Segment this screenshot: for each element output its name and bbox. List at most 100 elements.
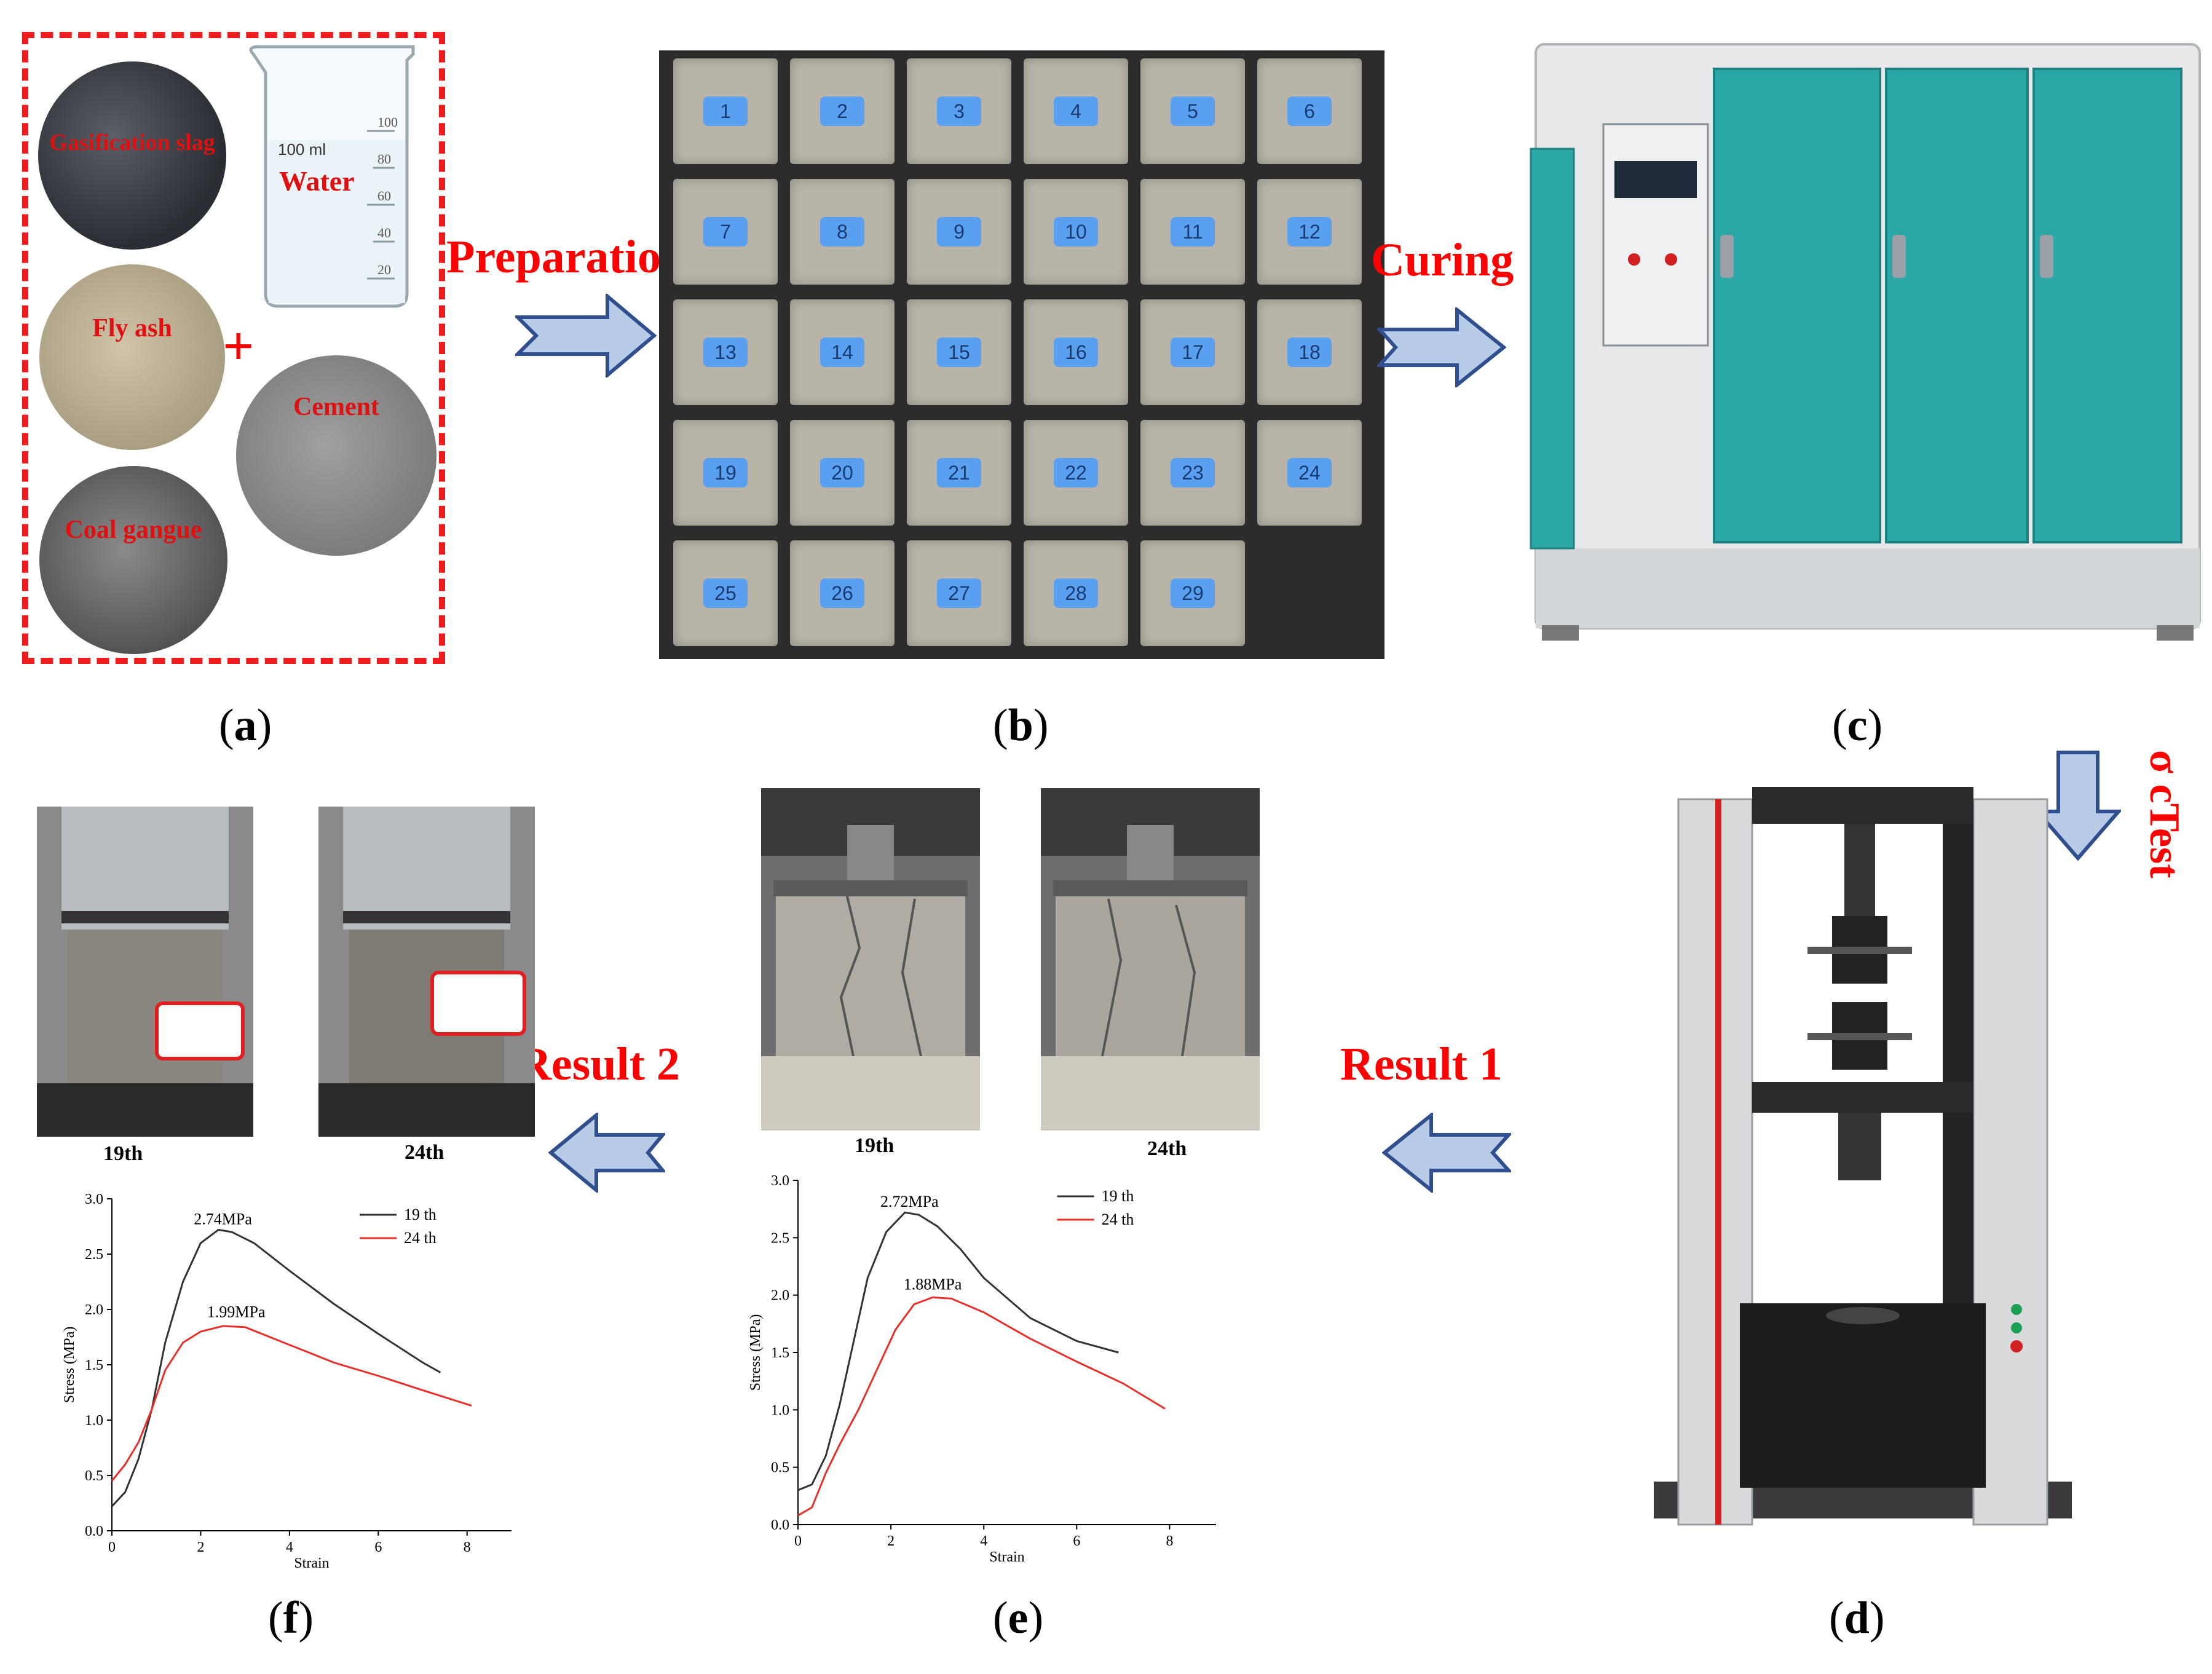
specimen-block-1: 1 [673,58,778,164]
specimen-block-4: 4 [1024,58,1128,164]
specimen-number-tag: 25 [703,578,748,608]
specimen-number-tag: 19 [703,458,748,488]
specimen-block-7: 7 [673,179,778,285]
legend-label-2: 24 th [1102,1210,1134,1228]
beaker-tick-20: 20 [377,262,391,277]
cement-sample: Cement [236,355,436,556]
y-tick-label: 2.5 [85,1247,103,1263]
beaker-tick-80: 80 [377,151,391,167]
specimen-block-27: 27 [907,540,1011,646]
y-tick-label: 3.0 [771,1173,789,1189]
y-tick-label: 1.5 [771,1345,789,1361]
specimen-number-tag: 18 [1287,338,1332,367]
y-axis-label: Stress (MPa) [61,1327,77,1404]
specimen-19-under-load-photo [37,807,253,1137]
preparation-label: Preparation [446,231,687,283]
specimen-number-tag: 24 [1287,458,1332,488]
panel-f-caption-19: 19th [103,1142,143,1165]
y-axis-label: Stress (MPa) [748,1314,764,1391]
specimen-block-23: 23 [1140,420,1245,526]
specimen-24-after-test-photo [1041,788,1260,1131]
test-label: σ cTest [2141,750,2188,878]
y-tick-label: 2.0 [771,1288,789,1304]
x-axis-label: Strain [294,1555,329,1571]
specimen-number-tag: 23 [1171,458,1215,488]
specimen-number-tag: 28 [1054,578,1098,608]
specimen-number-tag: 6 [1287,97,1332,126]
specimen-number-tag: 27 [937,578,981,608]
y-tick-label: 1.0 [771,1402,789,1418]
result1-label: Result 1 [1340,1038,1503,1090]
specimen-number-tag: 9 [937,217,981,247]
panel-b-label: (b) [993,700,1049,751]
y-tick-label: 1.5 [85,1357,103,1373]
y-tick-label: 2.0 [85,1302,103,1318]
panel-f-caption-24: 24th [405,1141,444,1164]
panel-a-label: (a) [219,700,272,751]
legend-label-1: 19 th [404,1206,436,1223]
beaker-volume-label: 100 ml [278,140,326,159]
specimen-number-tag: 10 [1054,217,1098,247]
specimen-number-tag: 7 [703,217,748,247]
panel-a-letter: a [234,700,257,751]
series-line-1 [797,1211,1119,1491]
panel-d-letter: d [1844,1593,1870,1643]
specimen-number-tag: 26 [820,578,864,608]
beaker-tick-40: 40 [377,225,391,240]
specimen-block-29: 29 [1140,540,1245,646]
y-tick-label: 2.5 [771,1230,789,1246]
result2-label: Result 2 [518,1038,680,1090]
panel-f-letter: f [283,1593,299,1643]
series-line-2 [797,1296,1166,1517]
test-arrow-icon [2033,750,2123,864]
testing-machine [1654,775,2072,1555]
panel-d-label: (d) [1829,1593,1885,1643]
specimen-number-tag: 21 [937,458,981,488]
x-tick-label: 8 [1166,1533,1173,1549]
y-tick-label: 3.0 [85,1191,103,1207]
specimen-block-6: 6 [1257,58,1362,164]
peak-annotation: 2.74MPa [194,1210,252,1228]
x-tick-label: 2 [887,1533,895,1549]
x-tick-label: 4 [286,1539,293,1555]
specimen-block-9: 9 [907,179,1011,285]
x-tick-label: 2 [197,1539,204,1555]
specimen-number-tag: 11 [1171,217,1215,247]
coal-gangue-sample: Coal gangue [39,466,227,654]
specimen-number-tag: 5 [1171,97,1215,126]
specimen-block-10: 10 [1024,179,1128,285]
specimen-block-18: 18 [1257,299,1362,405]
specimen-number-tag: 3 [937,97,981,126]
series-line-1 [111,1228,441,1507]
panel-c-letter: c [1847,700,1868,751]
curing-cabinet [1517,32,2206,659]
y-tick-label: 0.5 [771,1460,789,1476]
x-tick-label: 6 [1073,1533,1080,1549]
specimen-block-22: 22 [1024,420,1128,526]
x-tick-label: 6 [374,1539,382,1555]
specimen-number-tag: 13 [703,338,748,367]
water-label: Water [279,165,355,197]
specimen-block-20: 20 [790,420,895,526]
specimen-number-tag: 16 [1054,338,1098,367]
specimen-number-tag: 22 [1054,458,1098,488]
beaker-tick-100: 100 [377,114,398,130]
specimen-block-5: 5 [1140,58,1245,164]
x-tick-label: 4 [980,1533,987,1549]
specimen-block-8: 8 [790,179,895,285]
specimen-number-tag: 29 [1171,578,1215,608]
curing-arrow-icon [1375,306,1507,390]
gasification-slag-sample: Gasification slag [38,61,226,250]
panel-e-letter: e [1008,1593,1029,1643]
specimen-number-tag: 4 [1054,97,1098,126]
panel-e-caption-24: 24th [1147,1137,1187,1160]
coal-gangue-label: Coal gangue [65,516,202,544]
y-tick-label: 0.0 [771,1517,789,1533]
specimen-block-2: 2 [790,58,895,164]
peak-annotation: 1.88MPa [904,1275,962,1293]
fly-ash-sample: Fly ash [39,264,225,450]
specimen-number-tag: 2 [820,97,864,126]
specimen-number-tag: 1 [703,97,748,126]
specimen-block-28: 28 [1024,540,1128,646]
